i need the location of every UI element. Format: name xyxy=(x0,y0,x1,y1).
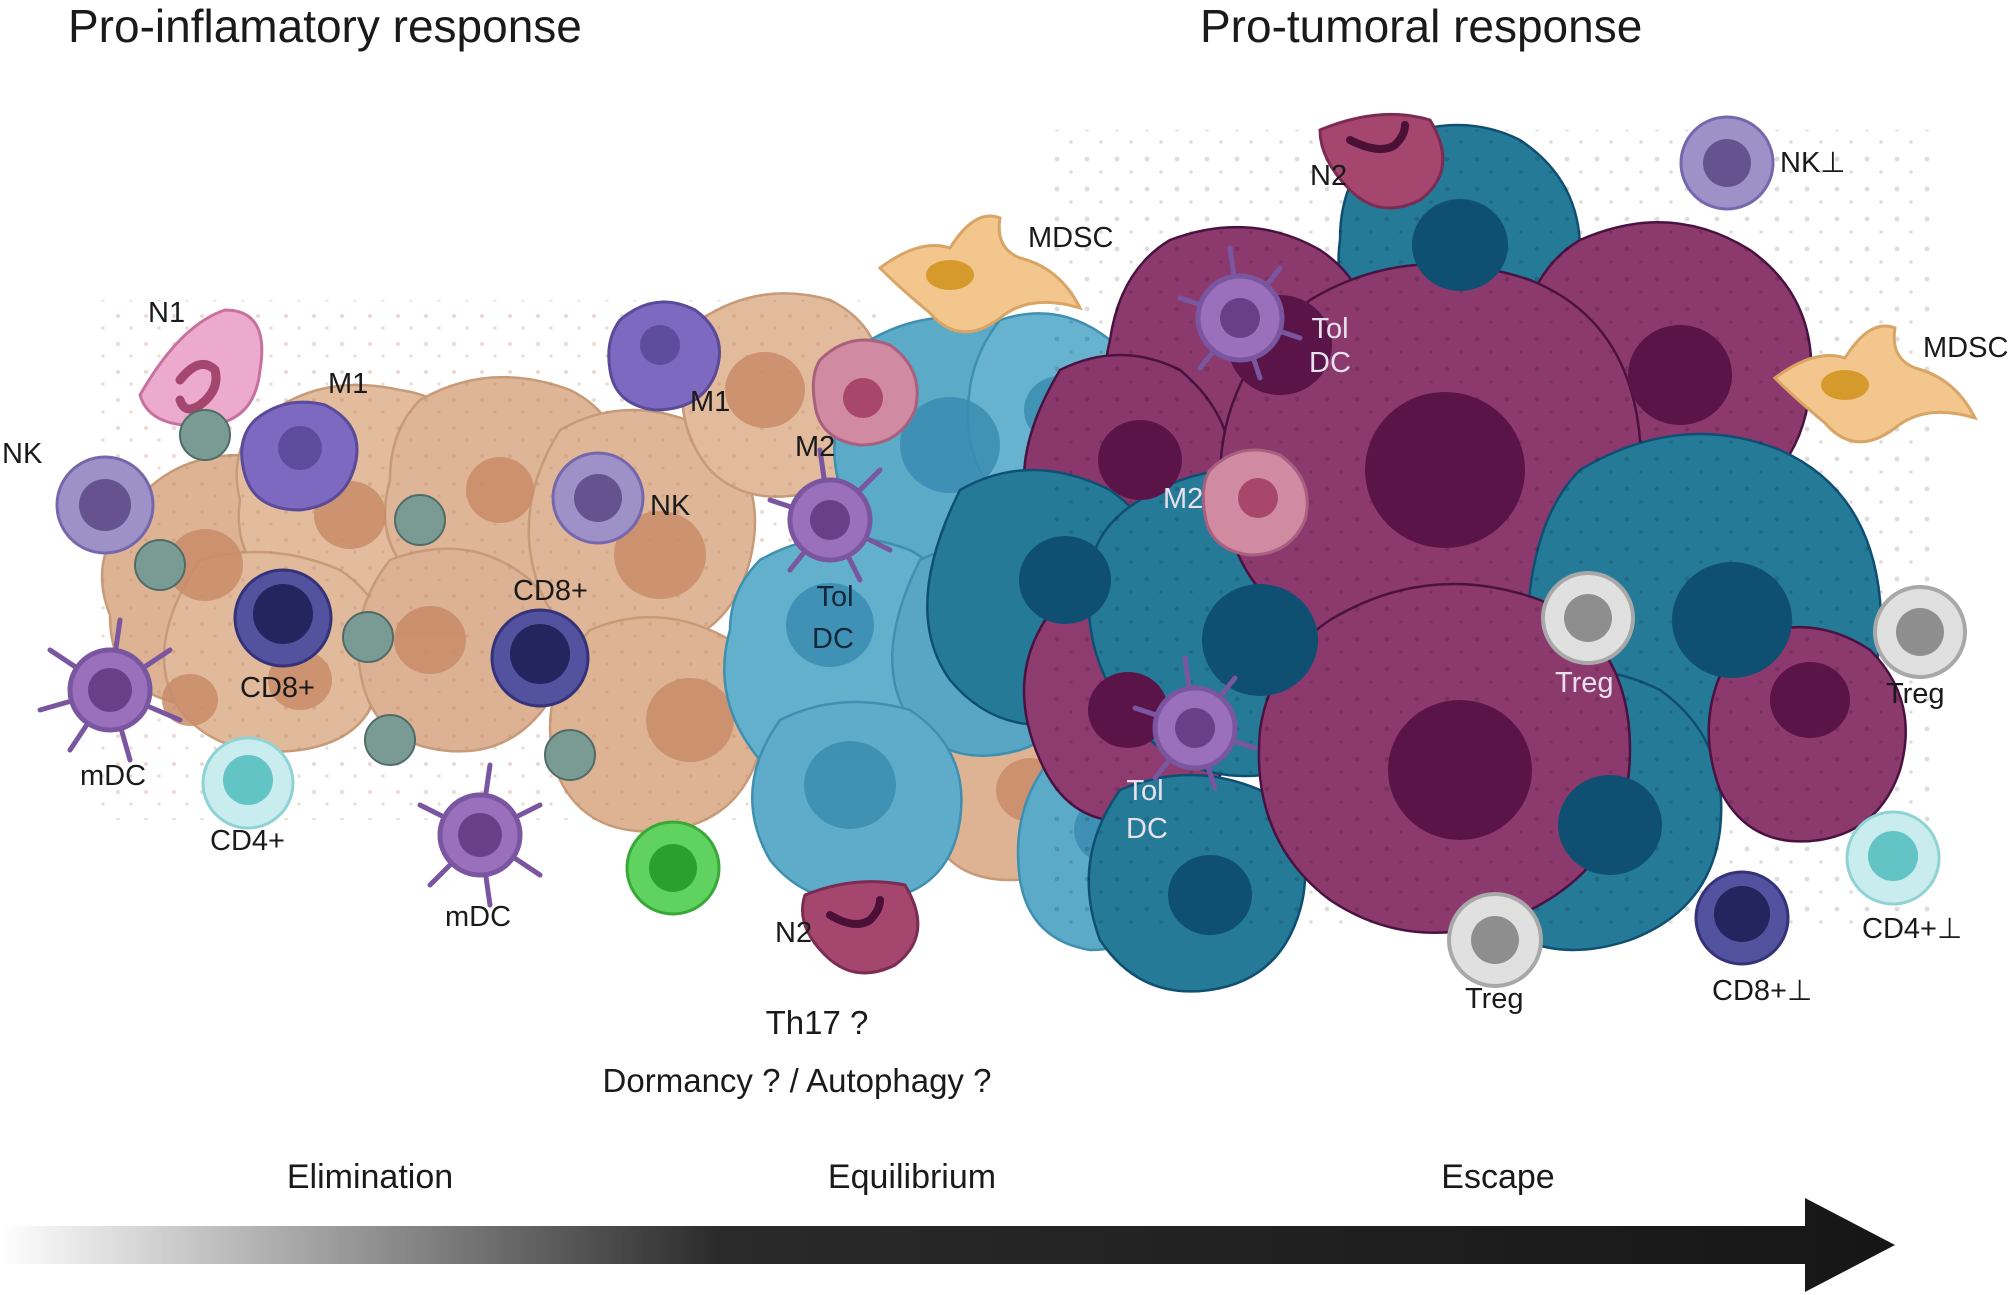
apoptotic-bodies xyxy=(134,409,596,781)
label-mdc: mDC xyxy=(80,760,146,792)
n2-neutrophil xyxy=(1318,112,1445,210)
m1-macrophage xyxy=(240,400,359,512)
progression-arrow xyxy=(0,1198,1895,1292)
magenta-nuclei xyxy=(1088,295,1850,840)
label-cd8: CD8+ xyxy=(240,672,315,704)
tol-dc-cell xyxy=(1177,245,1303,381)
treg-cell xyxy=(1447,892,1543,988)
label-tol-dc: DC xyxy=(1126,813,1168,845)
cd4-t-cell xyxy=(201,736,295,830)
label-mdc: mDC xyxy=(445,901,511,933)
mdc-dendritic-cell xyxy=(37,617,183,763)
dark-tumor-cells xyxy=(926,123,1930,993)
label-m1: M1 xyxy=(328,368,368,400)
teal-nuclei xyxy=(1019,199,1792,935)
m2-macrophage xyxy=(811,338,919,447)
nk-cell xyxy=(551,451,645,545)
mdsc-cell xyxy=(1772,324,1978,444)
label-n1: N1 xyxy=(148,297,185,329)
m1-macrophage xyxy=(607,300,721,412)
phase-elimination: Elimination xyxy=(287,1158,453,1196)
label-tol-dc: Tol xyxy=(816,581,853,613)
treg-cell xyxy=(1541,571,1635,665)
cd8-t-cell-suppressed xyxy=(1694,870,1790,966)
label-cd4: CD4+ xyxy=(210,825,285,857)
tol-dc-cell xyxy=(1132,655,1258,791)
label-tol-dc: DC xyxy=(1309,347,1351,379)
label-n2: N2 xyxy=(1310,160,1347,192)
cell-labels: NK N1 M1 M1 NK CD8+ CD8+ mDC CD4+ mDC M2… xyxy=(2,147,2008,1015)
note-th17: Th17 ? xyxy=(766,1004,869,1041)
heading-pro-tumoral: Pro-tumoral response xyxy=(1200,0,1642,52)
label-tol-dc: DC xyxy=(812,623,854,655)
green-immune-cell xyxy=(625,820,721,916)
label-mdsc: MDSC xyxy=(1923,332,2008,364)
label-cd4-suppressed: CD4+⊥ xyxy=(1862,913,1962,945)
label-tol-dc: Tol xyxy=(1311,313,1348,345)
tol-dc-cell xyxy=(767,447,893,583)
label-m1: M1 xyxy=(690,386,730,418)
n2-neutrophil xyxy=(801,880,920,975)
cd8-t-cell xyxy=(233,568,333,668)
label-mdsc: MDSC xyxy=(1028,222,1113,254)
mdsc-cell xyxy=(877,214,1083,334)
heading-pro-inflammatory: Pro-inflamatory response xyxy=(68,0,582,52)
label-cd8: CD8+ xyxy=(513,575,588,607)
note-dormancy-autophagy: Dormancy ? / Autophagy ? xyxy=(603,1062,992,1099)
label-treg: Treg xyxy=(1555,667,1614,699)
label-n2: N2 xyxy=(775,917,812,949)
label-m2: M2 xyxy=(795,431,835,463)
mdc-dendritic-cell xyxy=(417,762,543,908)
immune-cells-left xyxy=(37,214,1083,975)
nk-cell-suppressed xyxy=(1679,115,1775,211)
m2-macrophage xyxy=(1201,448,1309,557)
phase-escape: Escape xyxy=(1441,1158,1554,1196)
cd8-t-cell xyxy=(490,608,590,708)
immune-cells-right xyxy=(1132,112,1978,988)
label-nk: NK xyxy=(650,490,691,522)
label-nk: NK xyxy=(2,438,43,470)
cd4-t-cell-suppressed xyxy=(1845,810,1941,906)
label-nk-suppressed: NK⊥ xyxy=(1780,147,1846,179)
label-treg: Treg xyxy=(1465,983,1524,1015)
nk-cell xyxy=(55,455,155,555)
label-treg: Treg xyxy=(1886,678,1945,710)
treg-cell xyxy=(1873,585,1967,679)
label-cd8-suppressed: CD8+⊥ xyxy=(1712,975,1812,1007)
label-m2: M2 xyxy=(1163,483,1203,515)
phase-equilibrium: Equilibrium xyxy=(828,1158,996,1196)
label-tol-dc: Tol xyxy=(1126,775,1163,807)
